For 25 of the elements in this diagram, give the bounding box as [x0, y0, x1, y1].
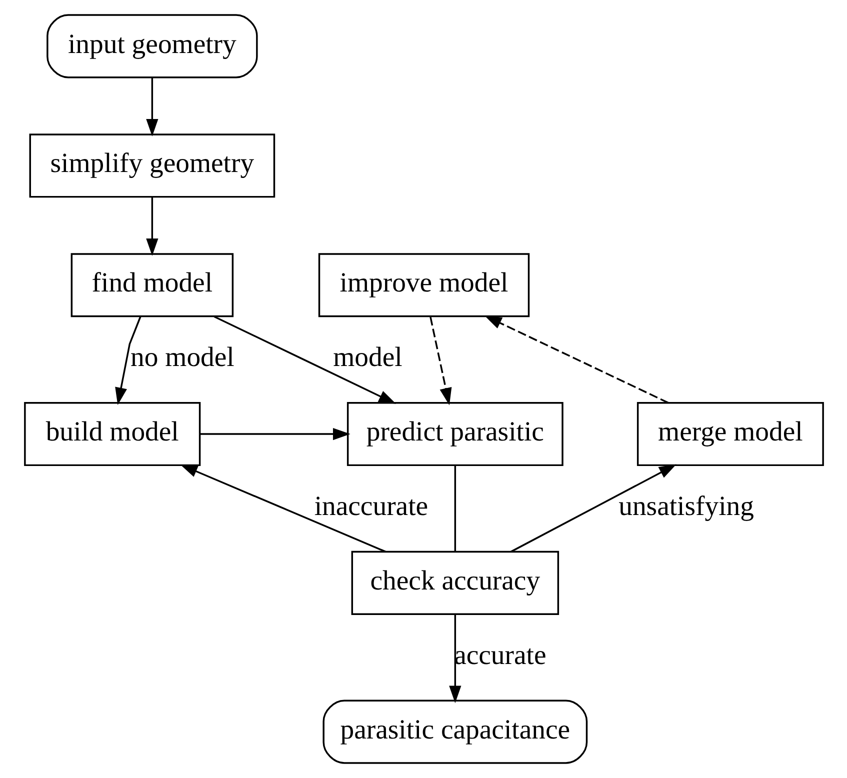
edge-label: model	[332, 341, 402, 372]
node-box: predict parasitic	[346, 402, 563, 466]
arrow	[180, 464, 386, 552]
node-box: simplify geometry	[28, 134, 275, 198]
edge-label: accurate	[454, 638, 546, 670]
arrow	[510, 464, 676, 552]
node-box: improve model	[318, 253, 530, 318]
edge-label: no model	[130, 341, 234, 372]
node-box: check accuracy	[350, 550, 559, 615]
node-box: merge model	[636, 402, 824, 466]
arrow	[213, 316, 396, 404]
arrow	[448, 614, 461, 704]
edge-label: unsatisfying	[618, 490, 754, 522]
arrow	[429, 316, 452, 406]
connector	[454, 466, 456, 552]
arrow	[114, 316, 141, 405]
arrow	[200, 428, 350, 440]
arrow	[146, 197, 158, 256]
node-box: parasitic capacitance	[322, 700, 588, 764]
edge-label: inaccurate	[314, 490, 428, 522]
node-box: build model	[24, 402, 200, 466]
arrow	[146, 78, 158, 136]
node-box: find model	[70, 253, 234, 318]
arrow	[484, 316, 668, 404]
node-box: input geometry	[46, 14, 258, 78]
